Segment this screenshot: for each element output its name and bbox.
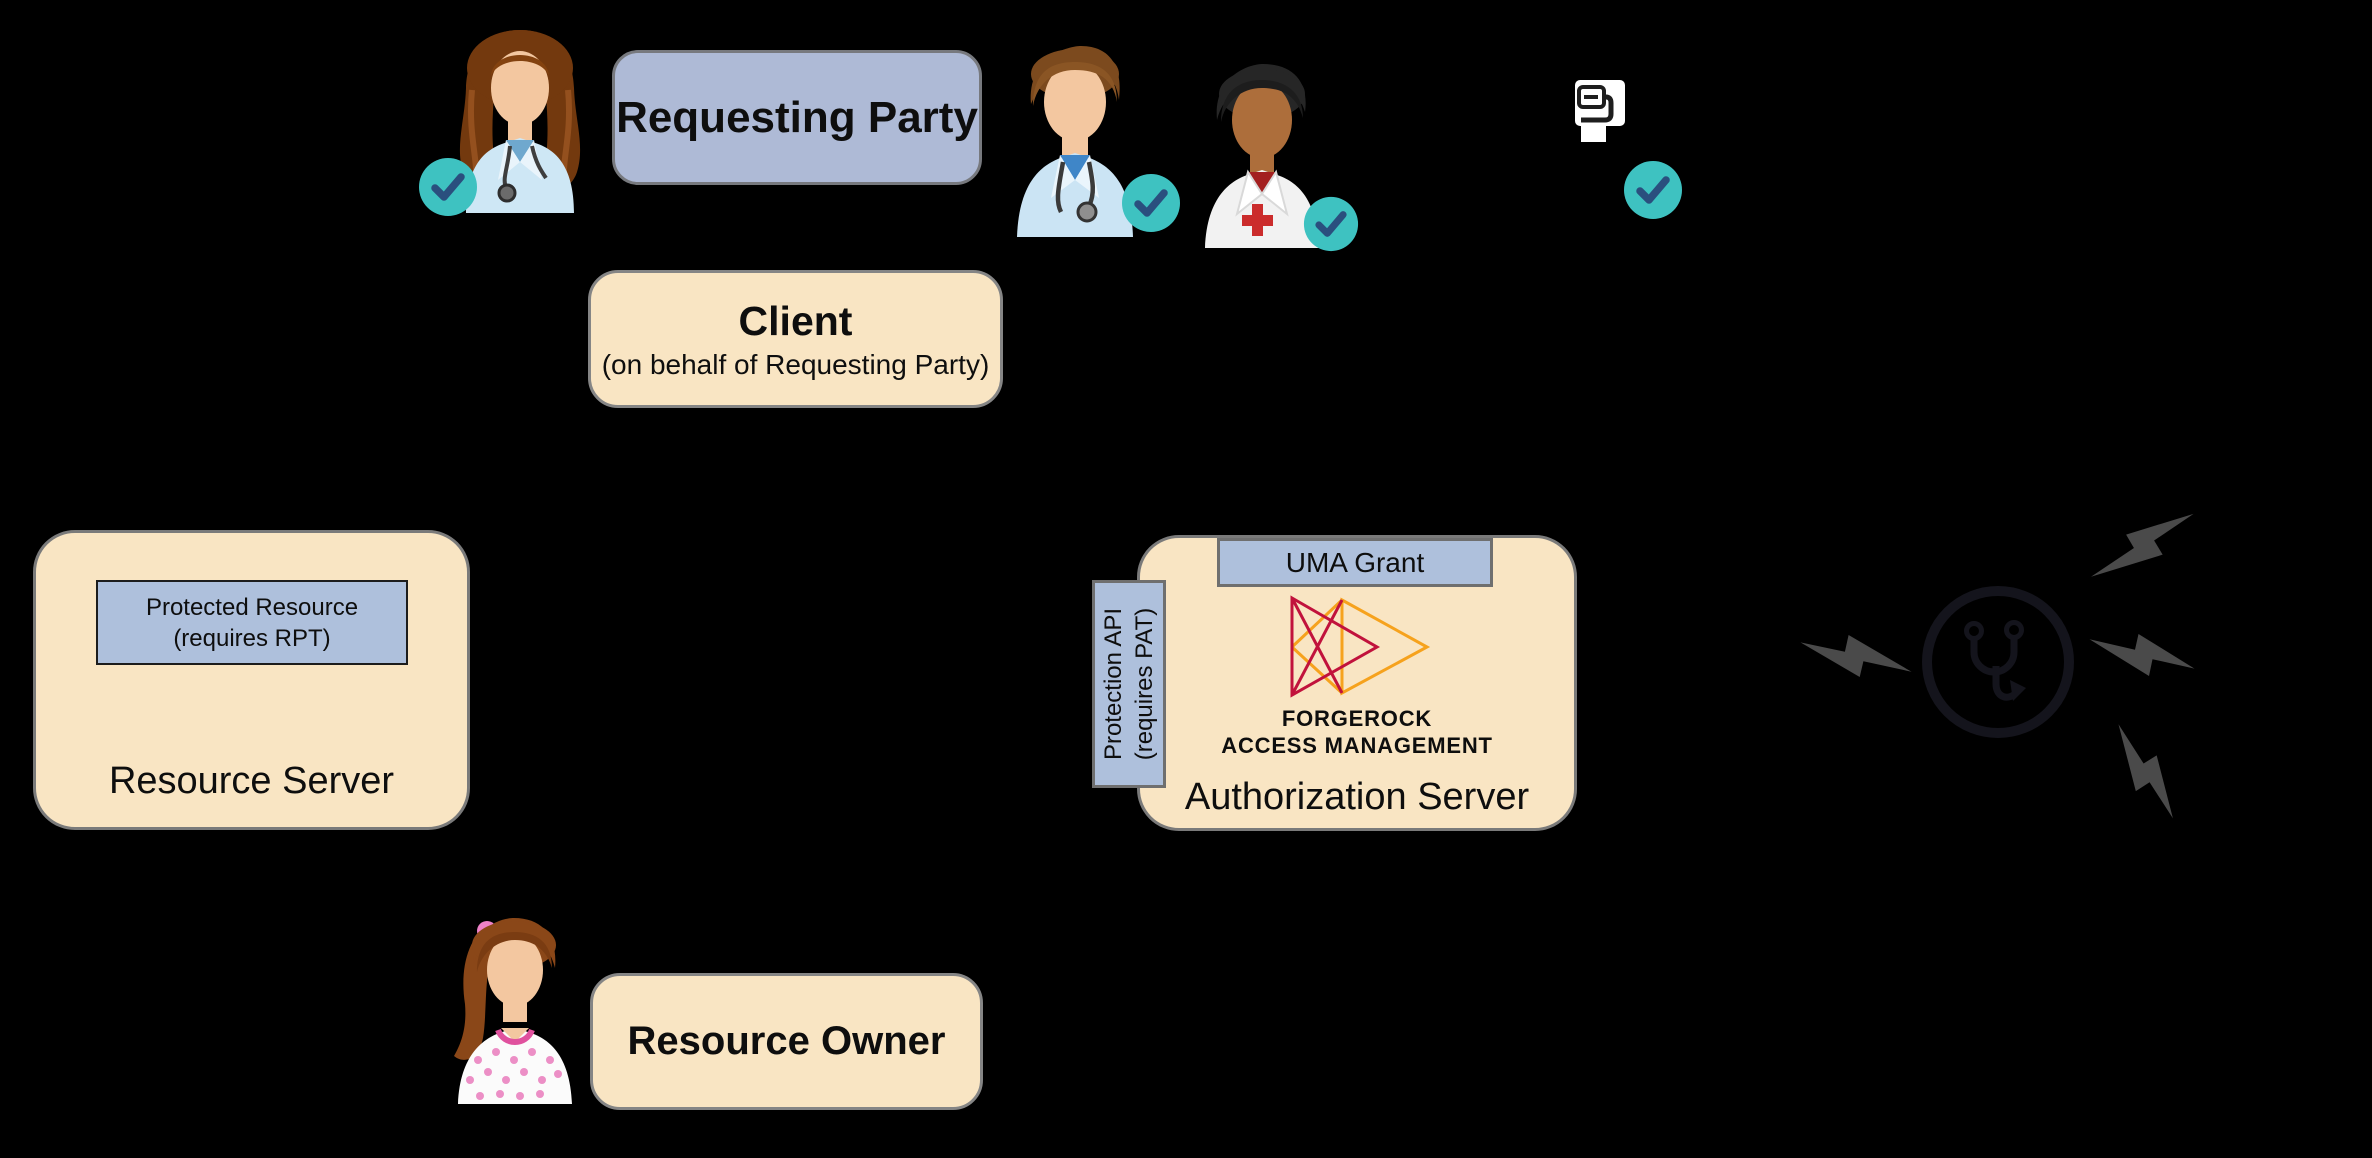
authorization-server-label: Authorization Server: [1184, 776, 1530, 818]
lightning-bolts: [1800, 513, 2195, 819]
protected-resource-line2: (requires RPT): [173, 624, 331, 652]
resource-owner-woman-icon: [454, 918, 572, 1104]
female-doctor-icon: [459, 30, 581, 213]
forgerock-logo-icon: [1290, 595, 1431, 698]
client-node: Client (on behalf of Requesting Party): [588, 270, 1003, 408]
access-management-wordmark: ACCESS MANAGEMENT: [1221, 733, 1493, 758]
stethoscope-badge-icon: [1800, 513, 2195, 819]
checkmark-icon: [1122, 174, 1180, 232]
resource-owner-label: Resource Owner: [627, 1019, 946, 1063]
male-doctor-dark-skin-icon: [1205, 64, 1319, 248]
protection-api-line1: Protection API: [1100, 607, 1128, 761]
resource-server-label: Resource Server: [108, 760, 395, 802]
protected-resource-node: Protected Resource (requires RPT): [96, 580, 408, 665]
red-cross-icon: [1242, 204, 1273, 236]
resource-owner-node: Resource Owner: [590, 973, 983, 1110]
client-subtitle: (on behalf of Requesting Party): [601, 348, 990, 380]
requesting-party-label: Requesting Party: [616, 92, 978, 142]
client-title: Client: [738, 297, 853, 344]
forgerock-wordmark: FORGEROCK: [1281, 706, 1433, 731]
lightning-bolt-right: [2089, 634, 2195, 676]
lightning-bolt-left: [1800, 635, 1912, 677]
male-doctor-icon: [1017, 46, 1133, 237]
checkmark-icon: [1624, 161, 1682, 219]
checkmark-icon: [419, 158, 477, 216]
protection-api-node: Protection API (requires PAT): [1092, 580, 1166, 788]
uma-grant-node: UMA Grant: [1217, 538, 1493, 587]
protected-resource-line1: Protected Resource: [145, 593, 359, 621]
requesting-party-node: Requesting Party: [612, 50, 982, 185]
checkmark-icon: [1303, 196, 1359, 252]
stethoscope-arrow-tip: [2010, 680, 2026, 701]
lightning-bolt-top-right: [2091, 513, 2194, 577]
printer-icon: [1575, 80, 1625, 142]
lightning-bolt-bottom-right: [2118, 724, 2173, 819]
